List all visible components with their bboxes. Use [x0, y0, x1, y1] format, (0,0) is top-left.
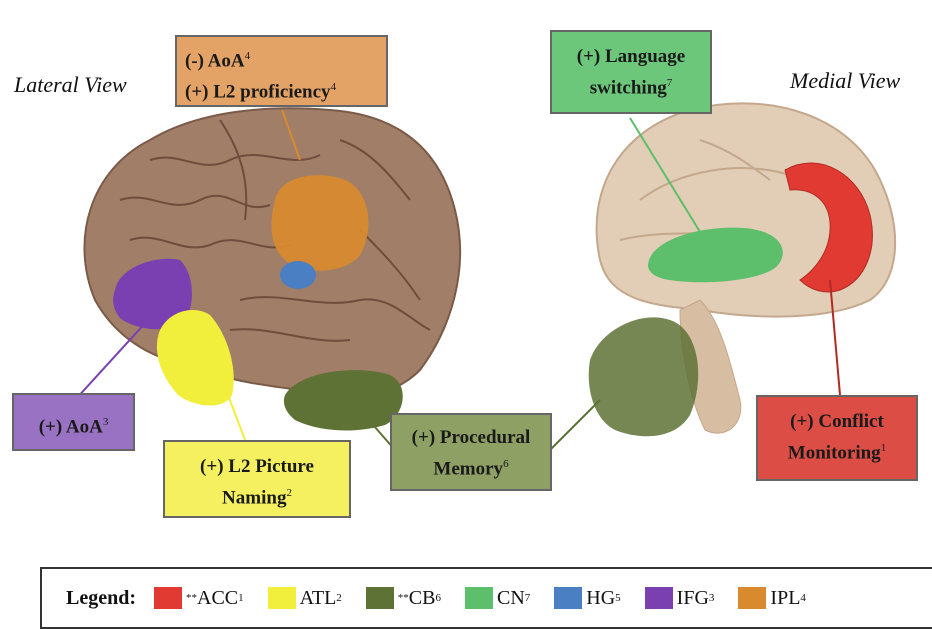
- medial-view-label: Medial View: [790, 68, 900, 94]
- cn-line2: switching: [590, 77, 667, 98]
- legend-sup: 6: [435, 592, 441, 604]
- legend-items: **ACC1ATL2**CB6CN7HG5IFG3IPL4: [154, 587, 830, 610]
- cn-line1: (+) Language: [552, 44, 710, 70]
- atl-connector: [228, 395, 245, 440]
- legend-sup: 4: [800, 592, 806, 604]
- cb-line1: (+) Procedural: [392, 425, 550, 451]
- cb-connector-right: [550, 400, 600, 450]
- legend-swatch: [554, 587, 582, 609]
- legend-label: CN: [497, 587, 525, 610]
- legend-swatch: [738, 587, 766, 609]
- cn-annotation-box: (+) Language switching7: [550, 30, 712, 114]
- ipl-sup1: 4: [245, 50, 251, 62]
- acc-line1: (+) Conflict: [758, 409, 916, 435]
- legend-item-ifg: IFG3: [645, 587, 715, 610]
- atl-line2: Naming: [222, 487, 286, 508]
- lateral-view-label: Lateral View: [14, 72, 127, 98]
- legend-title: Legend:: [66, 587, 136, 610]
- legend-label: HG: [586, 587, 615, 610]
- legend-swatch: [465, 587, 493, 609]
- cb-sup2: 6: [503, 458, 509, 470]
- acc-sup2: 1: [881, 442, 887, 454]
- ifg-line1: (+) AoA: [39, 416, 103, 437]
- acc-annotation-box: (+) Conflict Monitoring1: [756, 395, 918, 481]
- acc-line2: Monitoring: [788, 442, 881, 463]
- hg-region: [280, 261, 316, 289]
- legend-item-atl: ATL2: [268, 587, 342, 610]
- legend-prefix: **: [186, 592, 197, 604]
- legend-item-acc: **ACC1: [154, 587, 244, 610]
- legend-swatch: [268, 587, 296, 609]
- legend-swatch: [154, 587, 182, 609]
- legend-sup: 1: [238, 592, 244, 604]
- atl-line1: (+) L2 Picture: [165, 454, 349, 480]
- atl-annotation-box: (+) L2 Picture Naming2: [163, 440, 351, 518]
- legend-sup: 2: [336, 592, 342, 604]
- legend-label: CB: [409, 587, 436, 610]
- legend-label: ACC: [197, 587, 238, 610]
- atl-sup2: 2: [286, 487, 292, 499]
- legend-sup: 3: [709, 592, 715, 604]
- cb-medial-region: [589, 317, 698, 436]
- legend-swatch: [366, 587, 394, 609]
- legend-prefix: **: [398, 592, 409, 604]
- legend-swatch: [645, 587, 673, 609]
- cb-line2: Memory: [433, 458, 503, 479]
- ifg-annotation-box: (+) AoA3: [12, 393, 135, 451]
- legend-label: IFG: [677, 587, 709, 610]
- legend-item-cb: **CB6: [366, 587, 441, 610]
- legend-item-ipl: IPL4: [738, 587, 806, 610]
- legend: Legend: **ACC1ATL2**CB6CN7HG5IFG3IPL4: [40, 567, 932, 629]
- lateral-brain: [84, 108, 460, 398]
- ipl-annotation-box: (-) AoA4 (+) L2 proficiency4: [175, 35, 388, 107]
- legend-label: ATL: [300, 587, 337, 610]
- legend-item-cn: CN7: [465, 587, 530, 610]
- legend-label: IPL: [770, 587, 800, 610]
- legend-sup: 5: [615, 592, 621, 604]
- ipl-sup2: 4: [331, 81, 337, 93]
- ipl-region: [271, 175, 368, 271]
- legend-item-hg: HG5: [554, 587, 620, 610]
- ifg-sup1: 3: [103, 416, 109, 428]
- ifg-connector: [75, 320, 148, 400]
- cb-annotation-box: (+) Procedural Memory6: [390, 413, 552, 491]
- legend-sup: 7: [525, 592, 531, 604]
- ipl-line1: (-) AoA: [185, 50, 245, 71]
- cn-sup2: 7: [667, 77, 673, 89]
- ipl-line2: (+) L2 proficiency: [185, 82, 331, 103]
